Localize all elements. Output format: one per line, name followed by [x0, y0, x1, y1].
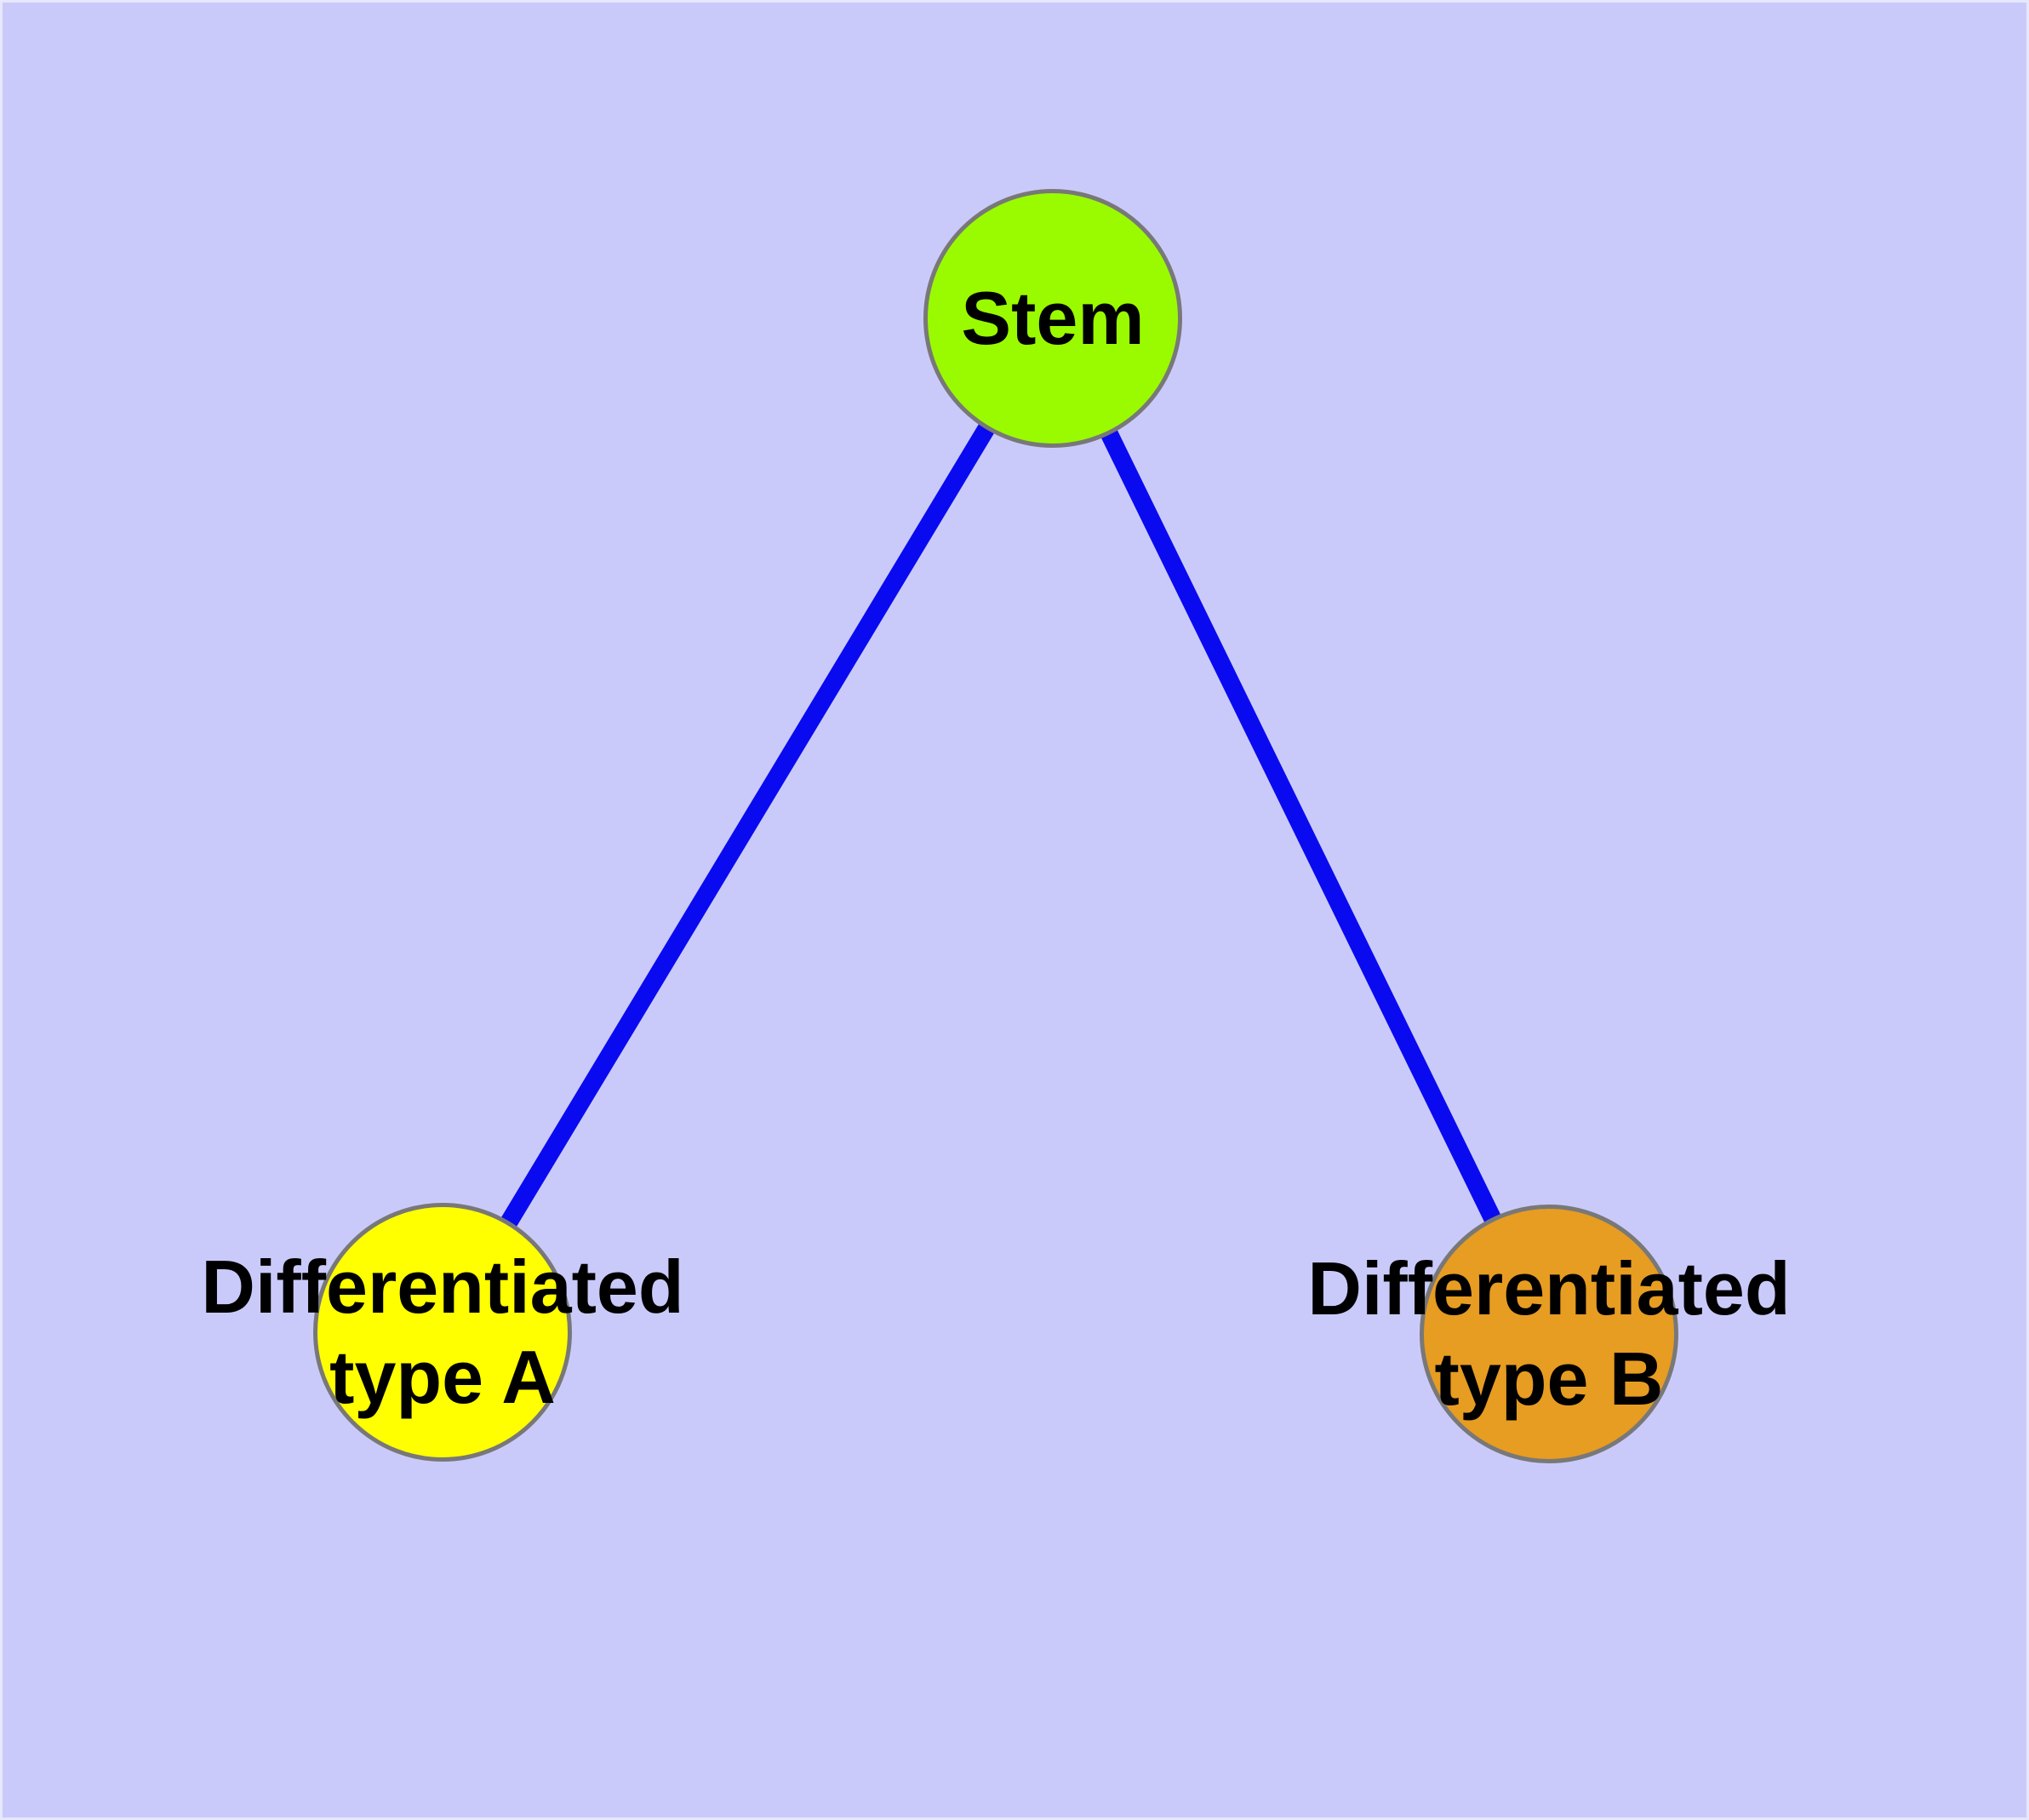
- node-differentiated-type-b: Differentiated type B: [1307, 1205, 1791, 1463]
- edge-stem-to-type-a: [435, 313, 1060, 1337]
- node-stem-cell: Stem: [923, 189, 1182, 448]
- node-differentiated-type-b-label: Differentiated type B: [1307, 1246, 1791, 1421]
- node-stem-label: Stem: [961, 276, 1145, 360]
- node-differentiated-type-a: Differentiated type A: [201, 1203, 684, 1462]
- edge-stem-to-type-b: [1044, 314, 1557, 1338]
- node-differentiated-type-a-label: Differentiated type A: [201, 1245, 684, 1419]
